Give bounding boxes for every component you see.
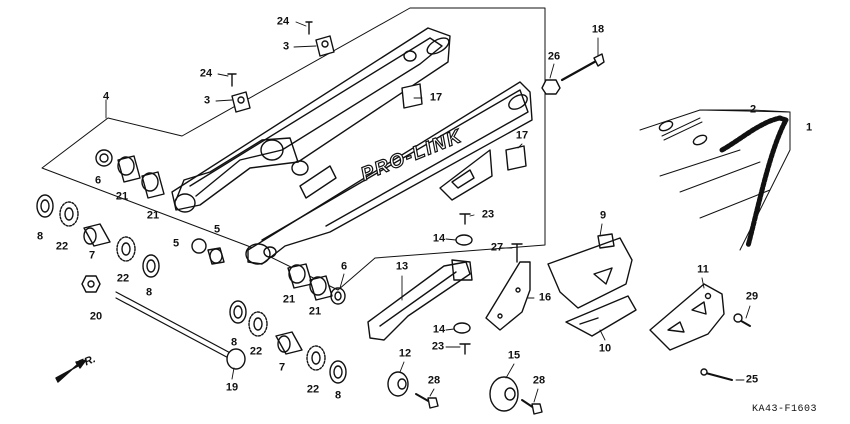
callout-21c[interactable]: 21 (282, 293, 296, 306)
callout-21d[interactable]: 21 (308, 305, 322, 318)
callout-22a[interactable]: 22 (55, 240, 69, 253)
callout-8a[interactable]: 8 (36, 230, 44, 243)
dust-seal-8-c[interactable] (229, 300, 247, 324)
needle-bearing-21-a[interactable] (117, 155, 141, 183)
drive-chain[interactable] (658, 115, 789, 249)
callout-2[interactable]: 2 (749, 103, 757, 116)
collar-6-lower[interactable] (330, 287, 346, 305)
front-direction-arrow-icon (55, 359, 87, 383)
callout-23a[interactable]: 23 (481, 208, 495, 221)
callout-29[interactable]: 29 (745, 290, 759, 303)
callout-24b[interactable]: 24 (199, 67, 213, 80)
pivot-nut-20[interactable] (81, 275, 101, 293)
bolt-23-upper[interactable] (459, 213, 471, 225)
nut-26[interactable] (541, 79, 561, 95)
slider-block-17-a[interactable] (401, 83, 423, 109)
callout-22c[interactable]: 22 (249, 345, 263, 358)
dust-seal-8-b[interactable] (142, 254, 160, 278)
pivot-bolt-19[interactable] (115, 291, 246, 370)
callout-6a[interactable]: 6 (94, 174, 102, 187)
callout-5b[interactable]: 5 (213, 223, 221, 236)
callout-3b[interactable]: 3 (203, 94, 211, 107)
callout-11[interactable]: 11 (697, 263, 709, 276)
bearing-22-c[interactable] (248, 311, 268, 337)
guide-plate-10[interactable] (565, 295, 637, 337)
bolt-24-upper[interactable] (305, 21, 313, 35)
callout-15[interactable]: 15 (507, 349, 521, 362)
grommet-14-upper[interactable] (455, 234, 473, 246)
bolt-28-b[interactable] (521, 399, 543, 415)
callout-4[interactable]: 4 (102, 90, 110, 103)
callout-21a[interactable]: 21 (115, 190, 129, 203)
pivot-collar-7-a[interactable] (83, 223, 111, 247)
grommet-14-lower[interactable] (453, 322, 471, 334)
chain-guide-11[interactable] (649, 283, 725, 351)
slider-block-17-b[interactable] (505, 145, 527, 171)
dust-seal-8-a[interactable] (36, 194, 54, 218)
callout-21b[interactable]: 21 (146, 209, 160, 222)
diagram-reference-code: KA43-F1603 (752, 404, 818, 415)
callout-22d[interactable]: 22 (306, 383, 320, 396)
bearing-22-b[interactable] (116, 236, 136, 262)
callout-27[interactable]: 27 (490, 241, 504, 254)
clamp-3-upper[interactable] (315, 35, 335, 57)
callout-10[interactable]: 10 (598, 342, 612, 355)
dust-seal-8-d[interactable] (329, 360, 347, 384)
guide-plate-16[interactable] (485, 261, 531, 331)
callout-19[interactable]: 19 (225, 381, 239, 394)
callout-6b[interactable]: 6 (340, 260, 348, 273)
chain-guide-slider-9[interactable] (547, 233, 633, 309)
callout-23b[interactable]: 23 (431, 340, 445, 353)
bolt-27[interactable] (511, 243, 523, 263)
bolt-29[interactable] (733, 313, 751, 327)
callout-13[interactable]: 13 (395, 260, 409, 273)
callout-28a[interactable]: 28 (427, 374, 441, 387)
callout-28b[interactable]: 28 (532, 374, 546, 387)
bearing-22-a[interactable] (59, 201, 79, 227)
callout-3a[interactable]: 3 (282, 40, 290, 53)
callout-25[interactable]: 25 (745, 373, 759, 386)
roller-15[interactable] (489, 376, 519, 412)
callout-22b[interactable]: 22 (116, 272, 130, 285)
callout-24a[interactable]: 24 (276, 15, 290, 28)
callout-18[interactable]: 18 (591, 23, 605, 36)
callout-8d[interactable]: 8 (334, 389, 342, 402)
callout-26[interactable]: 26 (547, 50, 561, 63)
bolt-25[interactable] (700, 368, 733, 381)
needle-bearing-21-b[interactable] (141, 171, 165, 199)
bolt-18[interactable] (560, 53, 605, 82)
callout-17a[interactable]: 17 (429, 91, 443, 104)
bolt-23-lower[interactable] (459, 343, 471, 355)
needle-bearing-21-d[interactable] (309, 275, 333, 301)
callout-5a[interactable]: 5 (172, 237, 180, 250)
callout-7a[interactable]: 7 (88, 249, 96, 262)
needle-bearing-21-c[interactable] (287, 263, 313, 289)
callout-20[interactable]: 20 (89, 310, 103, 323)
bolt-28-a[interactable] (415, 393, 439, 409)
callout-14b[interactable]: 14 (432, 323, 446, 336)
callout-8c[interactable]: 8 (230, 336, 238, 349)
bearing-22-d[interactable] (306, 345, 326, 371)
collar-5-a[interactable] (191, 238, 207, 254)
callout-17b[interactable]: 17 (515, 129, 529, 142)
collar-5-b[interactable] (207, 247, 225, 265)
assembly-4-outline (41, 7, 546, 291)
pivot-collar-7-b[interactable] (275, 331, 303, 355)
swingarm[interactable] (171, 27, 533, 265)
callout-12[interactable]: 12 (398, 347, 412, 360)
callout-7b[interactable]: 7 (278, 361, 286, 374)
chain-slider-13[interactable] (367, 259, 473, 341)
collar-6-upper[interactable] (95, 149, 113, 167)
roller-12[interactable] (387, 371, 409, 397)
callout-14a[interactable]: 14 (432, 232, 446, 245)
callout-1[interactable]: 1 (805, 121, 813, 134)
callout-8b[interactable]: 8 (145, 286, 153, 299)
callout-16[interactable]: 16 (538, 291, 552, 304)
clamp-3-lower[interactable] (231, 91, 251, 113)
bolt-24-lower[interactable] (227, 73, 237, 87)
callout-9[interactable]: 9 (599, 209, 607, 222)
leader-lines (105, 21, 791, 403)
